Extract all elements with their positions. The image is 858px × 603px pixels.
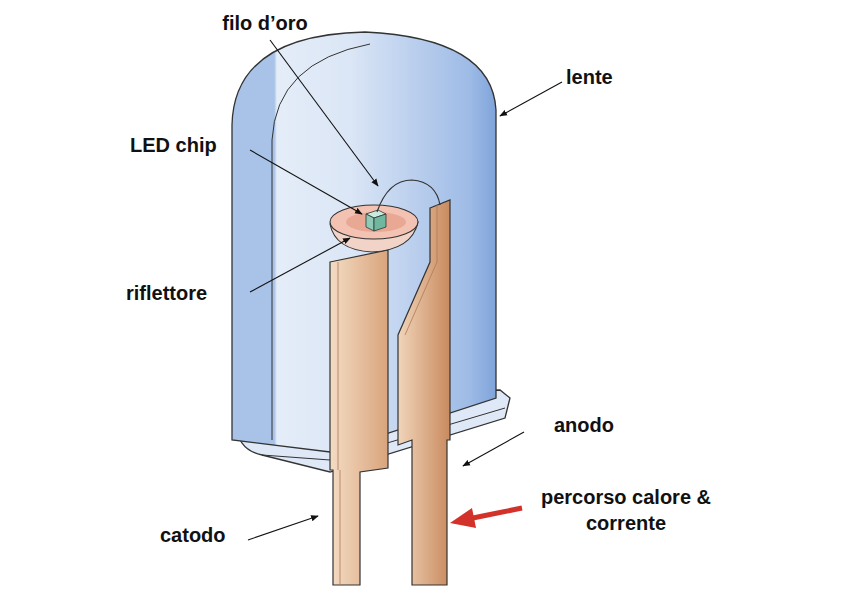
part-label: catodo: [160, 522, 250, 548]
reflector-cup: [330, 205, 418, 252]
led-chip-cube: [366, 210, 386, 231]
anode-lead: [398, 200, 450, 585]
part-label: lente: [566, 64, 646, 90]
part-label: filo d’oro: [200, 10, 330, 36]
part-label: anodo: [554, 412, 644, 438]
cathode-lead: [330, 250, 388, 585]
part-label: riflettore: [126, 280, 256, 306]
part-label: LED chip: [130, 132, 250, 158]
gold-wire: [377, 180, 440, 212]
leader-lines: [248, 40, 562, 540]
heat-current-arrow: [450, 508, 522, 528]
part-label: percorso calore & corrente: [526, 484, 726, 536]
